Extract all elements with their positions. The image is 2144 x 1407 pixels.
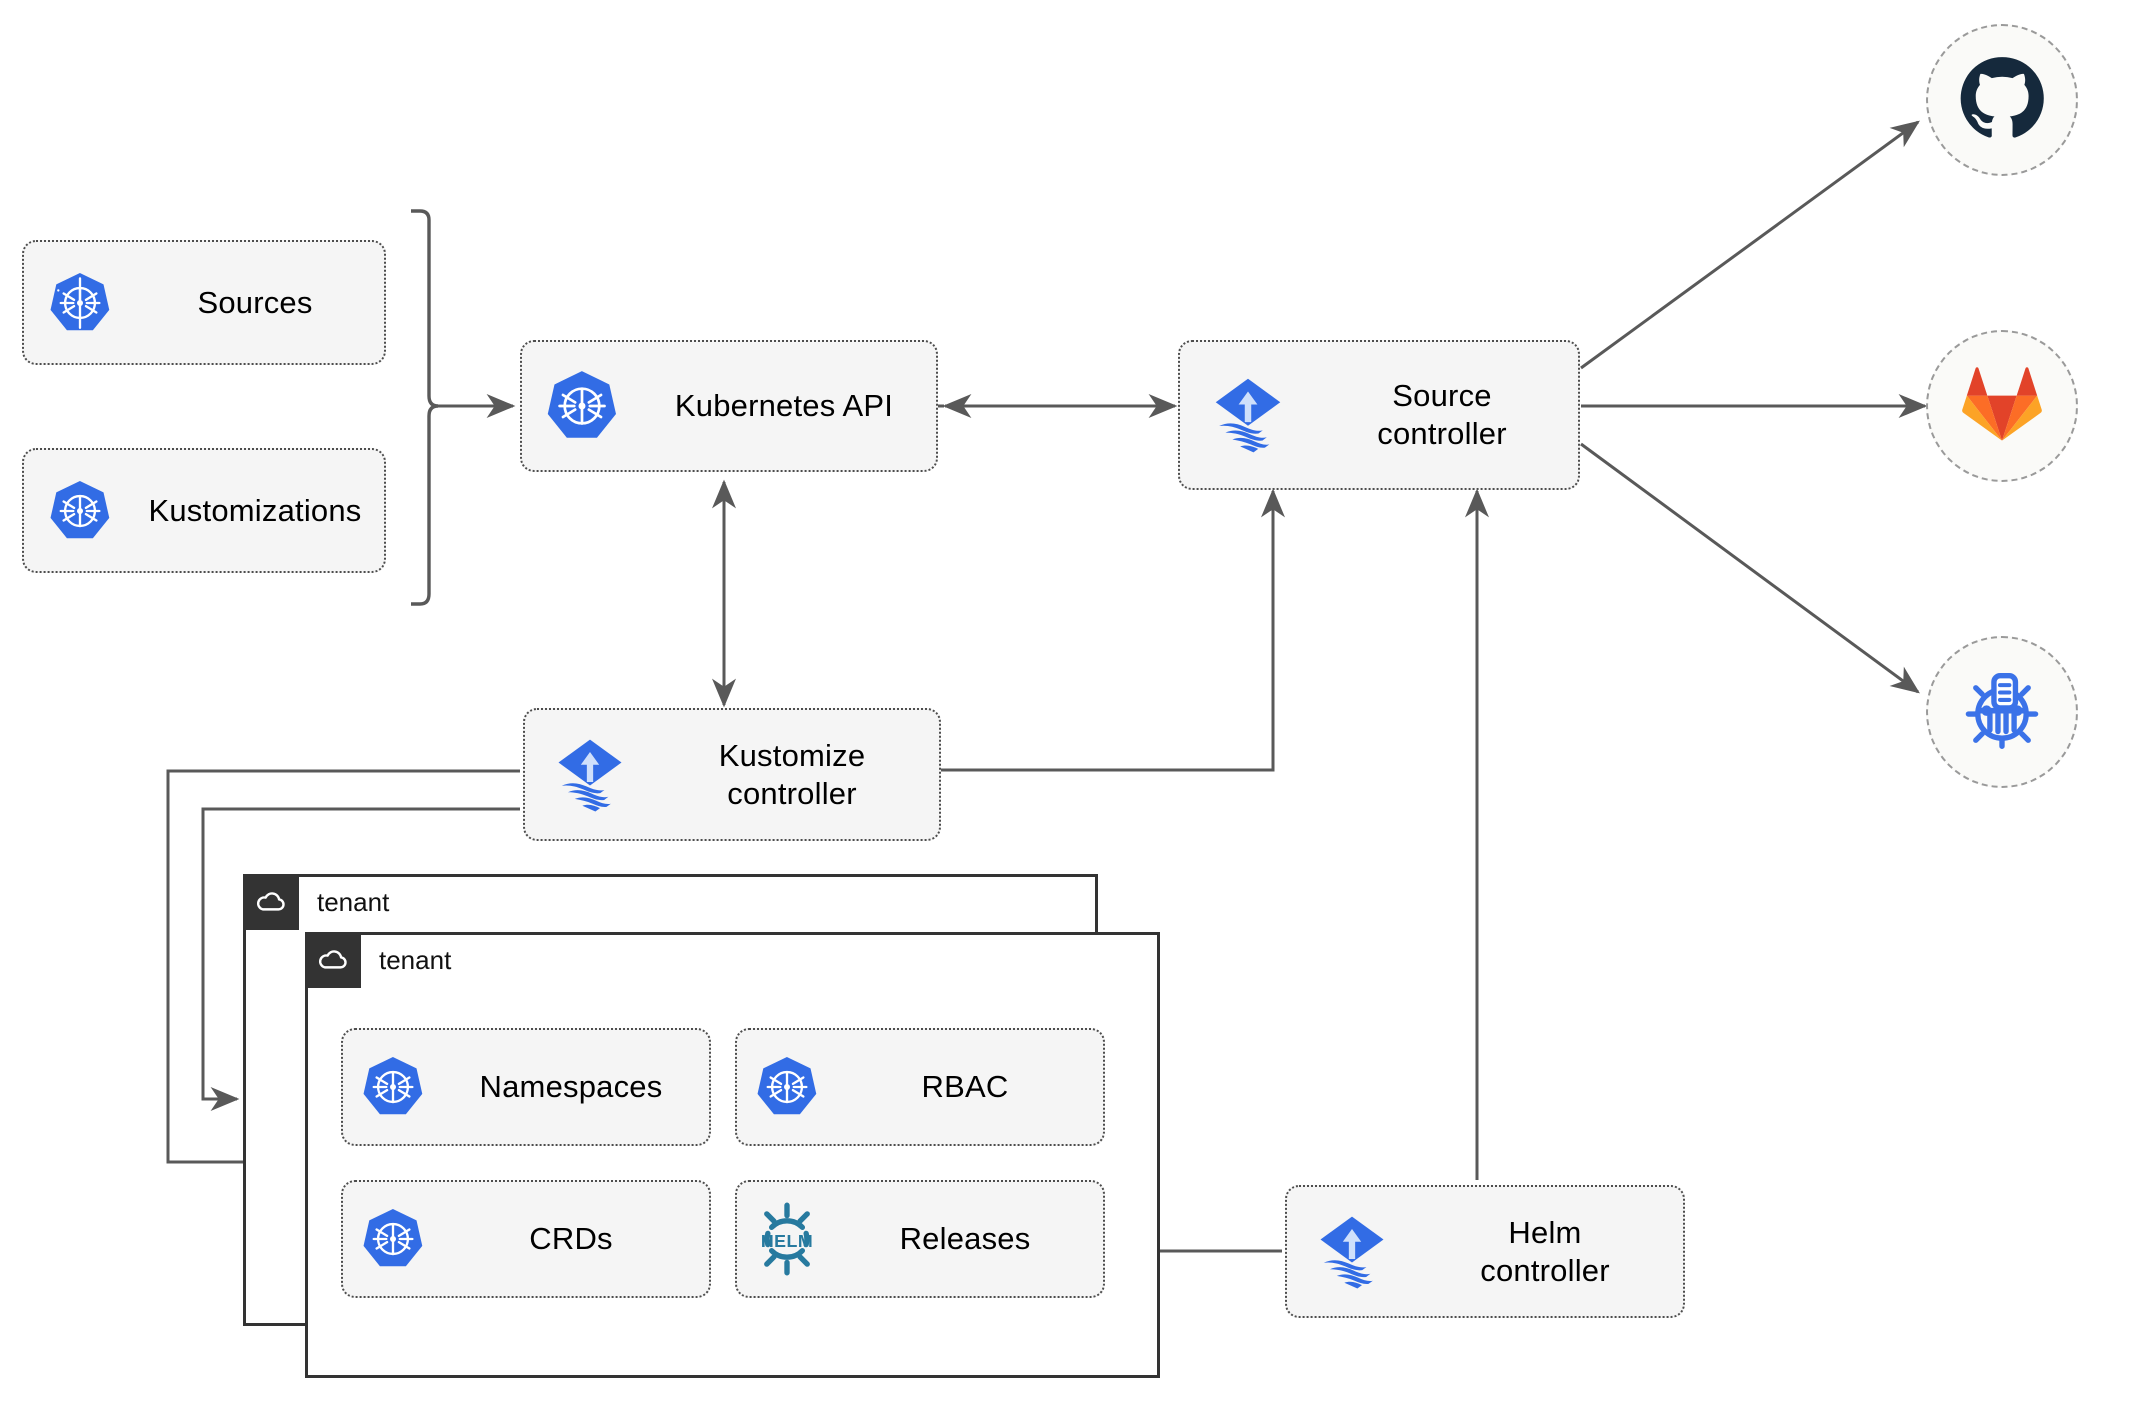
kubernetes-icon (343, 1056, 443, 1118)
kubernetes-icon (737, 1056, 837, 1118)
tenant-frame-front: tenant (305, 932, 1160, 1378)
kubernetes-icon (24, 272, 136, 334)
flux-icon (1180, 372, 1316, 458)
node-rbac[interactable]: RBAC (735, 1028, 1105, 1146)
provider-github[interactable] (1926, 24, 2078, 176)
gitlab-icon (1962, 365, 2042, 448)
node-crds-label: CRDs (529, 1221, 613, 1257)
node-source-controller[interactable]: Source controller (1178, 340, 1580, 490)
wire-sources-brace (411, 209, 439, 606)
github-icon (1959, 55, 2045, 146)
node-helm-controller[interactable]: Helm controller (1285, 1185, 1685, 1318)
node-kubernetes-api-label: Kubernetes API (674, 388, 894, 424)
tenant-back-tab: tenant (243, 874, 389, 930)
node-rbac-label: RBAC (921, 1069, 1009, 1105)
node-namespaces-label: Namespaces (479, 1069, 663, 1105)
node-sources[interactable]: Sources (22, 240, 386, 365)
flux-icon (525, 733, 655, 817)
kubernetes-icon (343, 1208, 443, 1270)
kubernetes-icon (24, 480, 136, 542)
node-kustomizations[interactable]: Kustomizations (22, 448, 386, 573)
cloud-icon (305, 932, 361, 988)
node-crds[interactable]: CRDs (341, 1180, 711, 1298)
node-sources-label: Sources (197, 284, 313, 320)
node-releases[interactable]: HELM Releases (735, 1180, 1105, 1298)
svg-text:HELM: HELM (761, 1231, 813, 1251)
tenant-front-label: tenant (379, 945, 452, 975)
node-source-controller-label: Source controller (1377, 378, 1507, 451)
node-kustomizations-label: Kustomizations (148, 492, 362, 528)
node-kubernetes-api[interactable]: Kubernetes API (520, 340, 938, 472)
kubernetes-icon (522, 370, 642, 442)
flux-icon (1287, 1210, 1417, 1294)
provider-gitlab[interactable] (1926, 330, 2078, 482)
wire-source-to-github (1580, 120, 1920, 370)
wire-source-to-helmrepo (1580, 442, 1920, 694)
node-releases-label: Releases (899, 1221, 1031, 1257)
tenant-front-tab: tenant (305, 932, 451, 988)
tenant-back-label: tenant (317, 887, 390, 917)
provider-helm-repository[interactable] (1926, 636, 2078, 788)
node-namespaces[interactable]: Namespaces (341, 1028, 711, 1146)
node-kustomize-controller-label: Kustomize controller (718, 737, 866, 811)
cloud-icon (243, 874, 299, 930)
helm-repository-icon (1959, 667, 2045, 758)
helm-icon: HELM (737, 1200, 837, 1278)
node-kustomize-controller[interactable]: Kustomize controller (523, 708, 941, 841)
wire-kustomize-to-source (937, 488, 1286, 772)
node-helm-controller-label: Helm controller (1480, 1214, 1610, 1288)
